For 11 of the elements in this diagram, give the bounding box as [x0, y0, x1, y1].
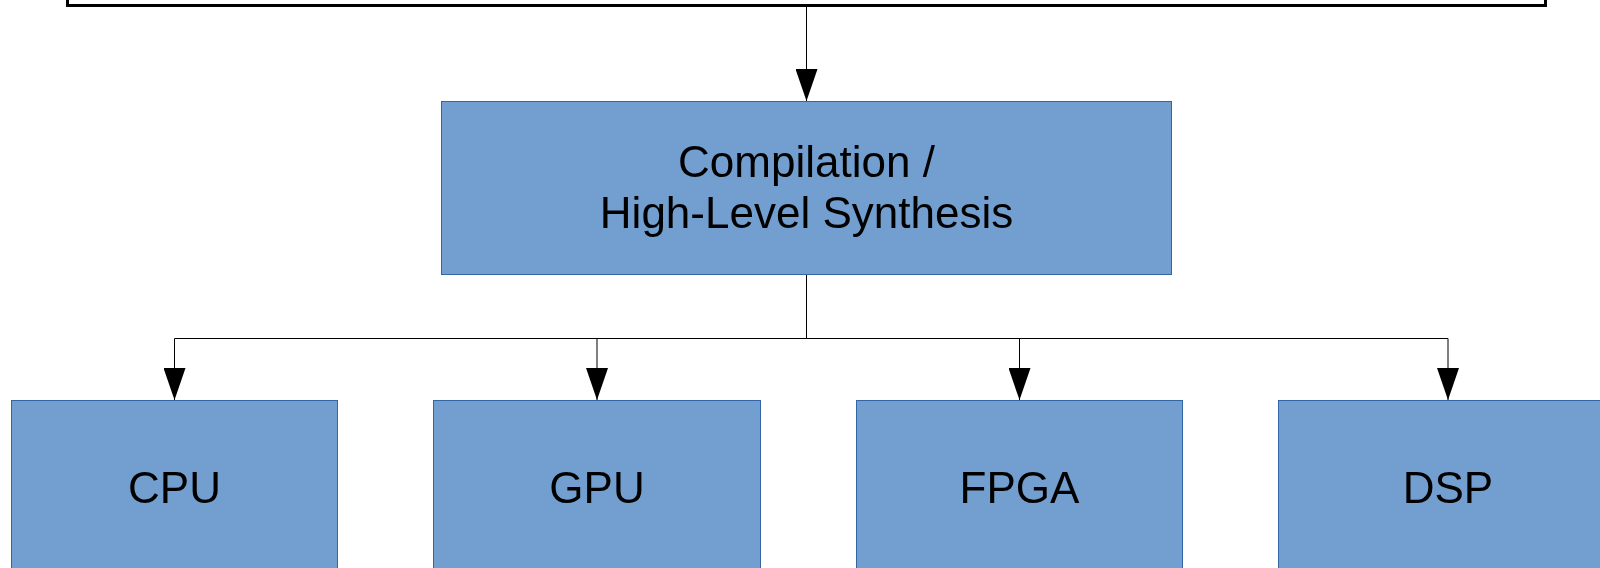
box-label: GPU — [549, 463, 645, 514]
process-box — [433, 400, 761, 568]
process-box — [1278, 400, 1600, 568]
process-box — [441, 101, 1172, 275]
box-label: FPGA — [959, 463, 1080, 514]
arrow — [795, 6, 818, 102]
process-box — [11, 400, 338, 568]
box-label: CPU — [128, 463, 221, 514]
process-box — [856, 400, 1183, 568]
box-label: Compilation / High-Level Synthesis — [598, 137, 1015, 239]
box-label: DSP — [1402, 463, 1494, 514]
